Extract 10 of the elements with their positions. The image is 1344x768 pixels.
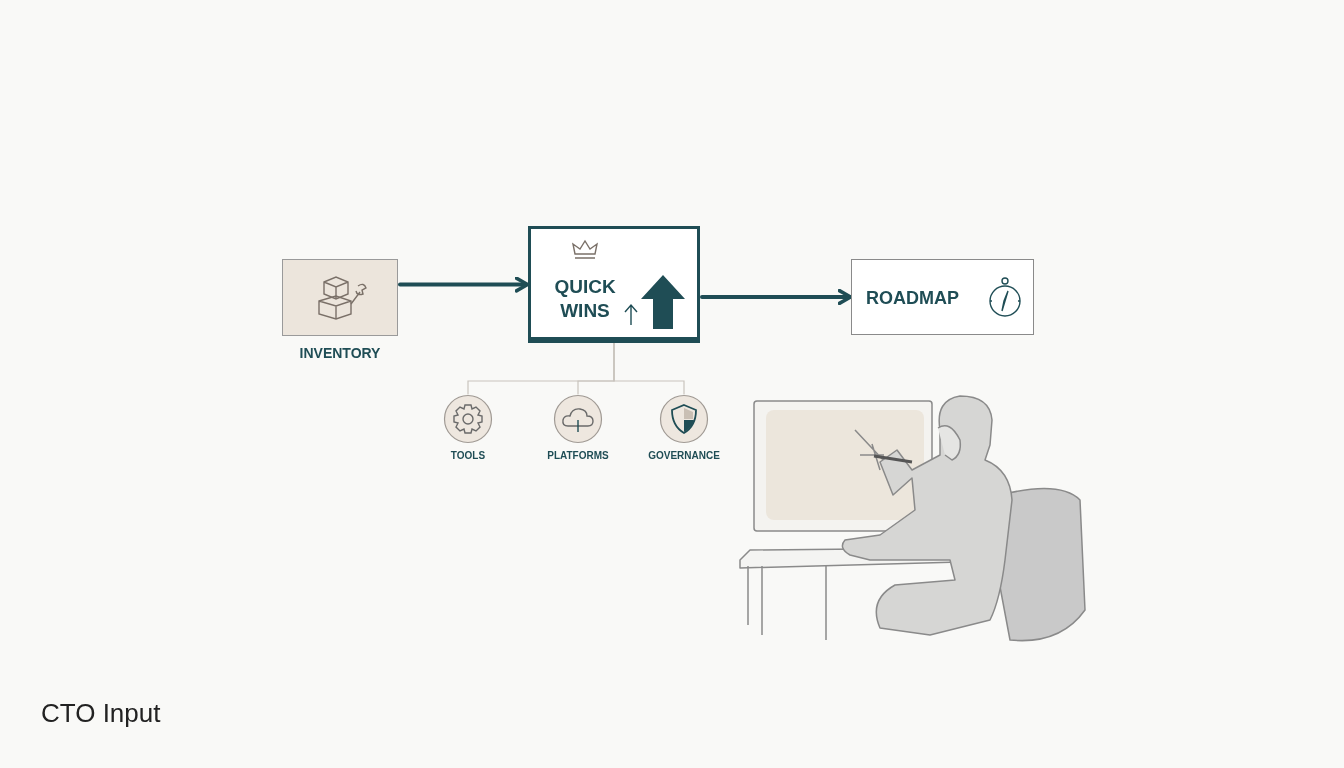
node-label: QUICK WINS [553, 275, 617, 323]
arrow [700, 288, 853, 306]
caption-text: CTO Input [41, 698, 161, 729]
node-label: ROADMAP [866, 288, 959, 309]
connector-line [613, 342, 685, 395]
node-label: INVENTORY [298, 345, 382, 361]
node-label: PLATFORMS [546, 450, 610, 461]
arrow [398, 276, 530, 293]
node-label: TOOLS [449, 450, 487, 461]
node-label: GOVERNANCE [647, 450, 721, 461]
